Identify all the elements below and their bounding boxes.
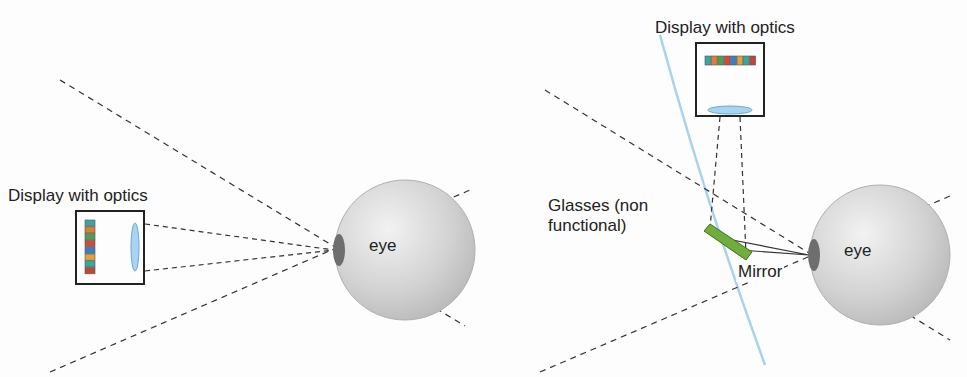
eyeball: eye — [333, 178, 477, 322]
node-label: Display with optics — [8, 186, 148, 206]
light-ray — [145, 224, 334, 271]
eyeball: eye — [808, 183, 952, 327]
display-housing — [695, 42, 765, 117]
display-housing — [75, 210, 145, 285]
node-label: eye — [369, 236, 396, 256]
mirror: Mirror — [700, 222, 795, 284]
glasses-lens — [660, 35, 765, 365]
display-optics — [77, 212, 143, 283]
display-optics — [697, 44, 763, 115]
field-of-view-line — [545, 90, 950, 340]
eyeball-shape — [333, 178, 477, 322]
display-unit: Display with optics — [655, 18, 795, 117]
part-label: Glasses (non functional) — [548, 196, 680, 236]
node-label: Display with optics — [655, 18, 795, 38]
display-unit: Display with optics — [8, 186, 148, 285]
node-label: Mirror — [738, 262, 782, 282]
eyeball-shape — [808, 183, 952, 327]
node-label: eye — [844, 241, 871, 261]
